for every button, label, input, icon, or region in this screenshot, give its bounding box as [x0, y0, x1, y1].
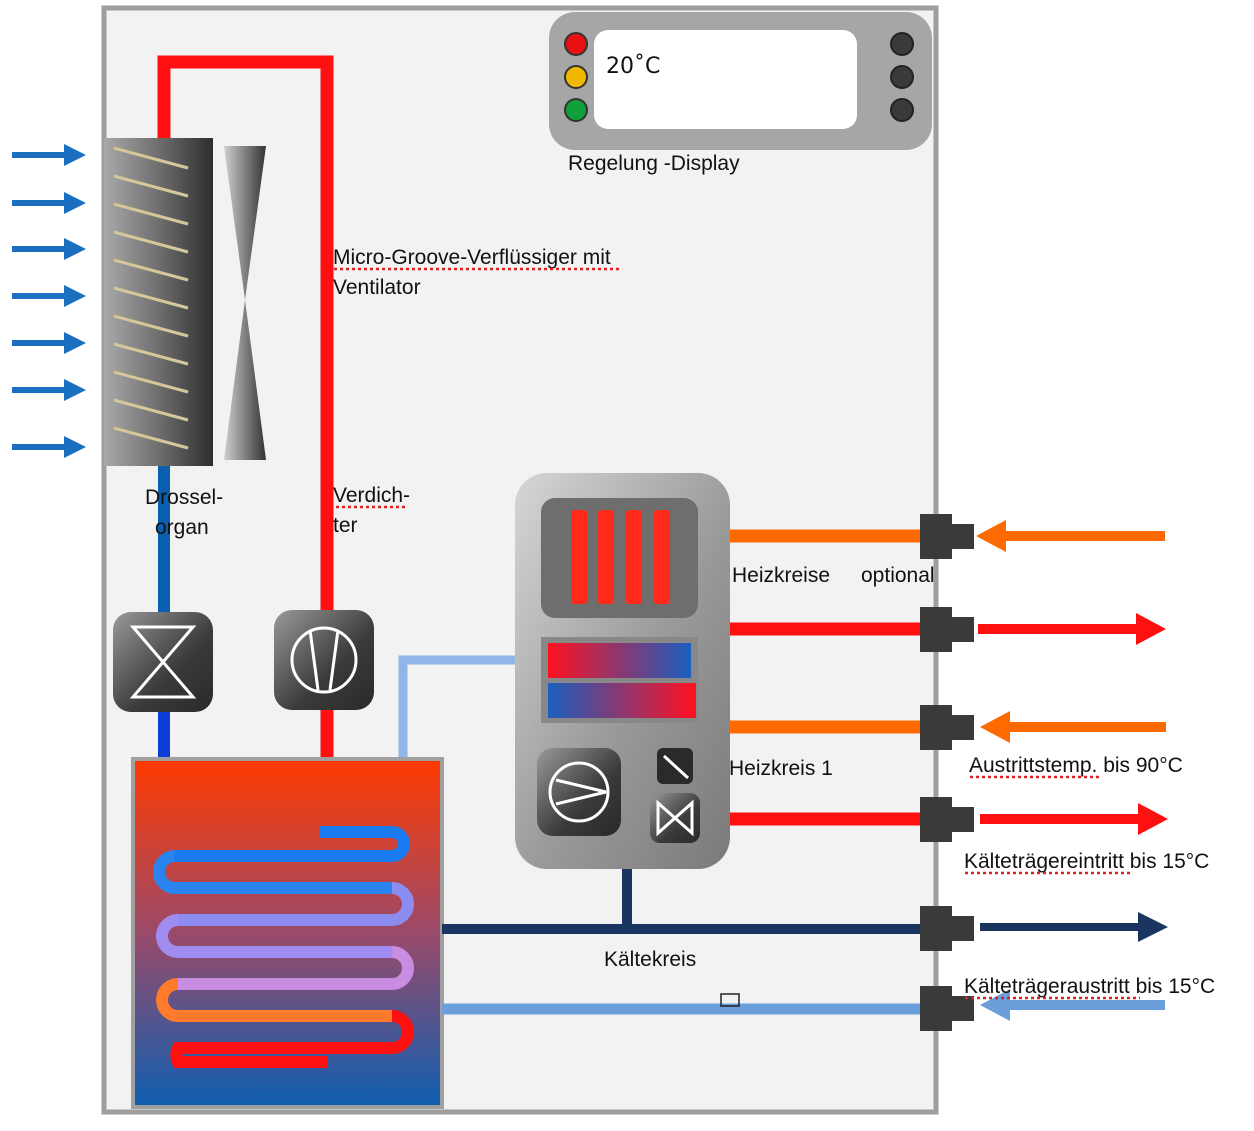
status-led-red [564, 32, 588, 56]
air-arrow-1 [12, 144, 86, 166]
compressor-label-line1: Verdich- [333, 484, 410, 507]
status-led-yellow [564, 65, 588, 89]
connector-2 [920, 607, 974, 652]
heating-circuit-pipes [730, 529, 924, 826]
connector-1 [920, 514, 974, 559]
air-arrow-4 [12, 285, 86, 307]
connector-3 [920, 705, 974, 750]
fan-icon [224, 146, 266, 460]
control-button-3[interactable] [890, 98, 914, 122]
control-button-1[interactable] [890, 32, 914, 56]
air-inflow-arrows [12, 144, 86, 458]
control-valve-icon [650, 748, 700, 843]
condenser-label-line2: Ventilator [333, 276, 421, 299]
throttle-label-line1: Drossel- [145, 486, 223, 509]
circulation-pump-icon [537, 748, 621, 836]
coolant-outlet-label: Kälteträgeraustritt bis 15°C [964, 975, 1215, 998]
air-arrow-7 [12, 436, 86, 458]
display-caption: Regelung -Display [568, 152, 740, 175]
compressor-label-line2: ter [333, 514, 358, 537]
heating-return-arrow-2 [980, 711, 1166, 743]
condenser [104, 138, 213, 466]
display-screen [594, 30, 857, 129]
condenser-label-line1: Micro-Groove-Verflüssiger mit [333, 246, 611, 269]
small-marker [720, 993, 740, 1007]
status-led-green [564, 98, 588, 122]
coolant-inlet-label: Kälteträgereintritt bis 15°C [964, 850, 1209, 873]
connector-4 [920, 797, 974, 842]
heating-module [515, 473, 730, 869]
air-arrow-5 [12, 332, 86, 354]
throttle-label-line2: organ [155, 516, 209, 539]
heater-panel [541, 498, 698, 618]
control-button-2[interactable] [890, 65, 914, 89]
plate-heat-exchanger [541, 637, 698, 723]
heating-flow-arrow-2 [980, 803, 1168, 835]
refrigeration-circuit-pipe [442, 869, 924, 934]
heating-flow-arrow-1 [978, 613, 1166, 645]
display-temperature: 20˚C [606, 54, 660, 79]
external-flow-arrows [976, 520, 1168, 1021]
controller-display: 20˚C [549, 12, 932, 150]
air-arrow-6 [12, 379, 86, 401]
outlet-temp-label: Austrittstemp. bis 90°C [969, 754, 1183, 777]
connector-6 [920, 986, 974, 1031]
heating-return-arrow-1 [976, 520, 1165, 552]
air-arrow-3 [12, 238, 86, 260]
air-arrow-2 [12, 192, 86, 214]
expansion-valve-icon [113, 612, 213, 712]
heating-circuit-1-label: Heizkreis 1 [729, 757, 833, 780]
coolant-inlet-arrow [980, 912, 1168, 942]
heating-circuits-label: Heizkreise [732, 564, 830, 587]
connector-5 [920, 906, 974, 951]
refrigeration-circuit-label: Kältekreis [604, 948, 696, 971]
pipe-connectors [920, 514, 974, 1031]
sensor-link-pipe [398, 655, 518, 758]
optional-label: optional [861, 564, 935, 587]
evaporator-tank [131, 757, 444, 1109]
compressor-icon [274, 610, 374, 710]
